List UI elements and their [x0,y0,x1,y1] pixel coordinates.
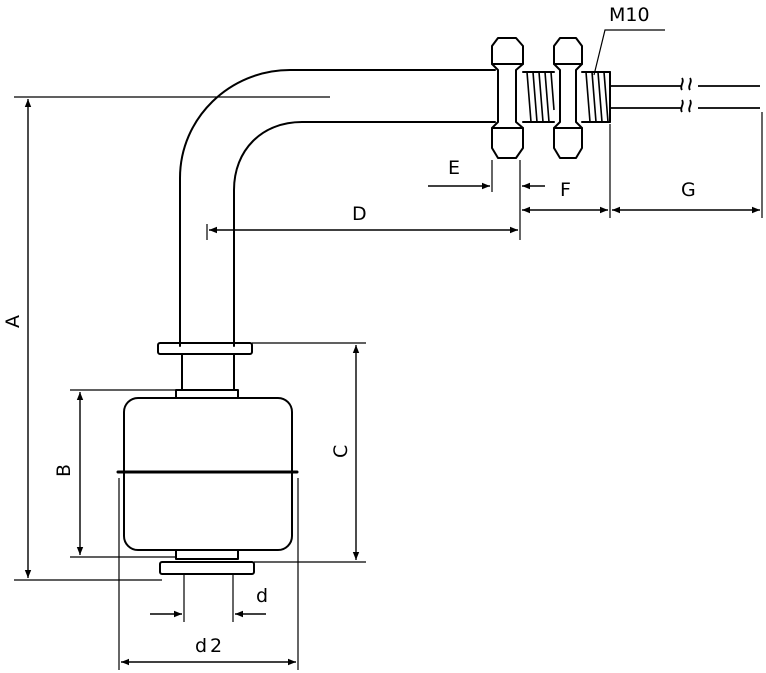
float-neck-bottom [175,549,239,560]
stem-tube-outer [179,69,496,347]
dim-label-d2: d2 [195,635,225,657]
extension-lines [14,29,763,670]
dim-label-B: B [53,464,75,477]
hex-nut-left [491,37,524,159]
dim-label-C: C [330,445,352,458]
dim-label-E: E [448,157,460,179]
float-neck-top [175,389,239,399]
stem-tube-inner [233,121,496,347]
dim-label-d: d [256,585,268,607]
float-body [123,397,293,551]
dim-label-F: F [560,179,571,201]
dimension-lines [24,99,760,666]
hex-nut-right [553,37,583,159]
dim-label-A: A [2,315,24,328]
dim-label-D: D [352,203,367,225]
thread-hatching [526,71,609,123]
upper-collar [157,342,253,355]
thread-label: M10 [609,4,650,26]
dim-label-G: G [681,179,696,201]
cable-wires [610,77,760,113]
stem-lower [181,353,235,391]
bottom-clip [159,561,255,575]
